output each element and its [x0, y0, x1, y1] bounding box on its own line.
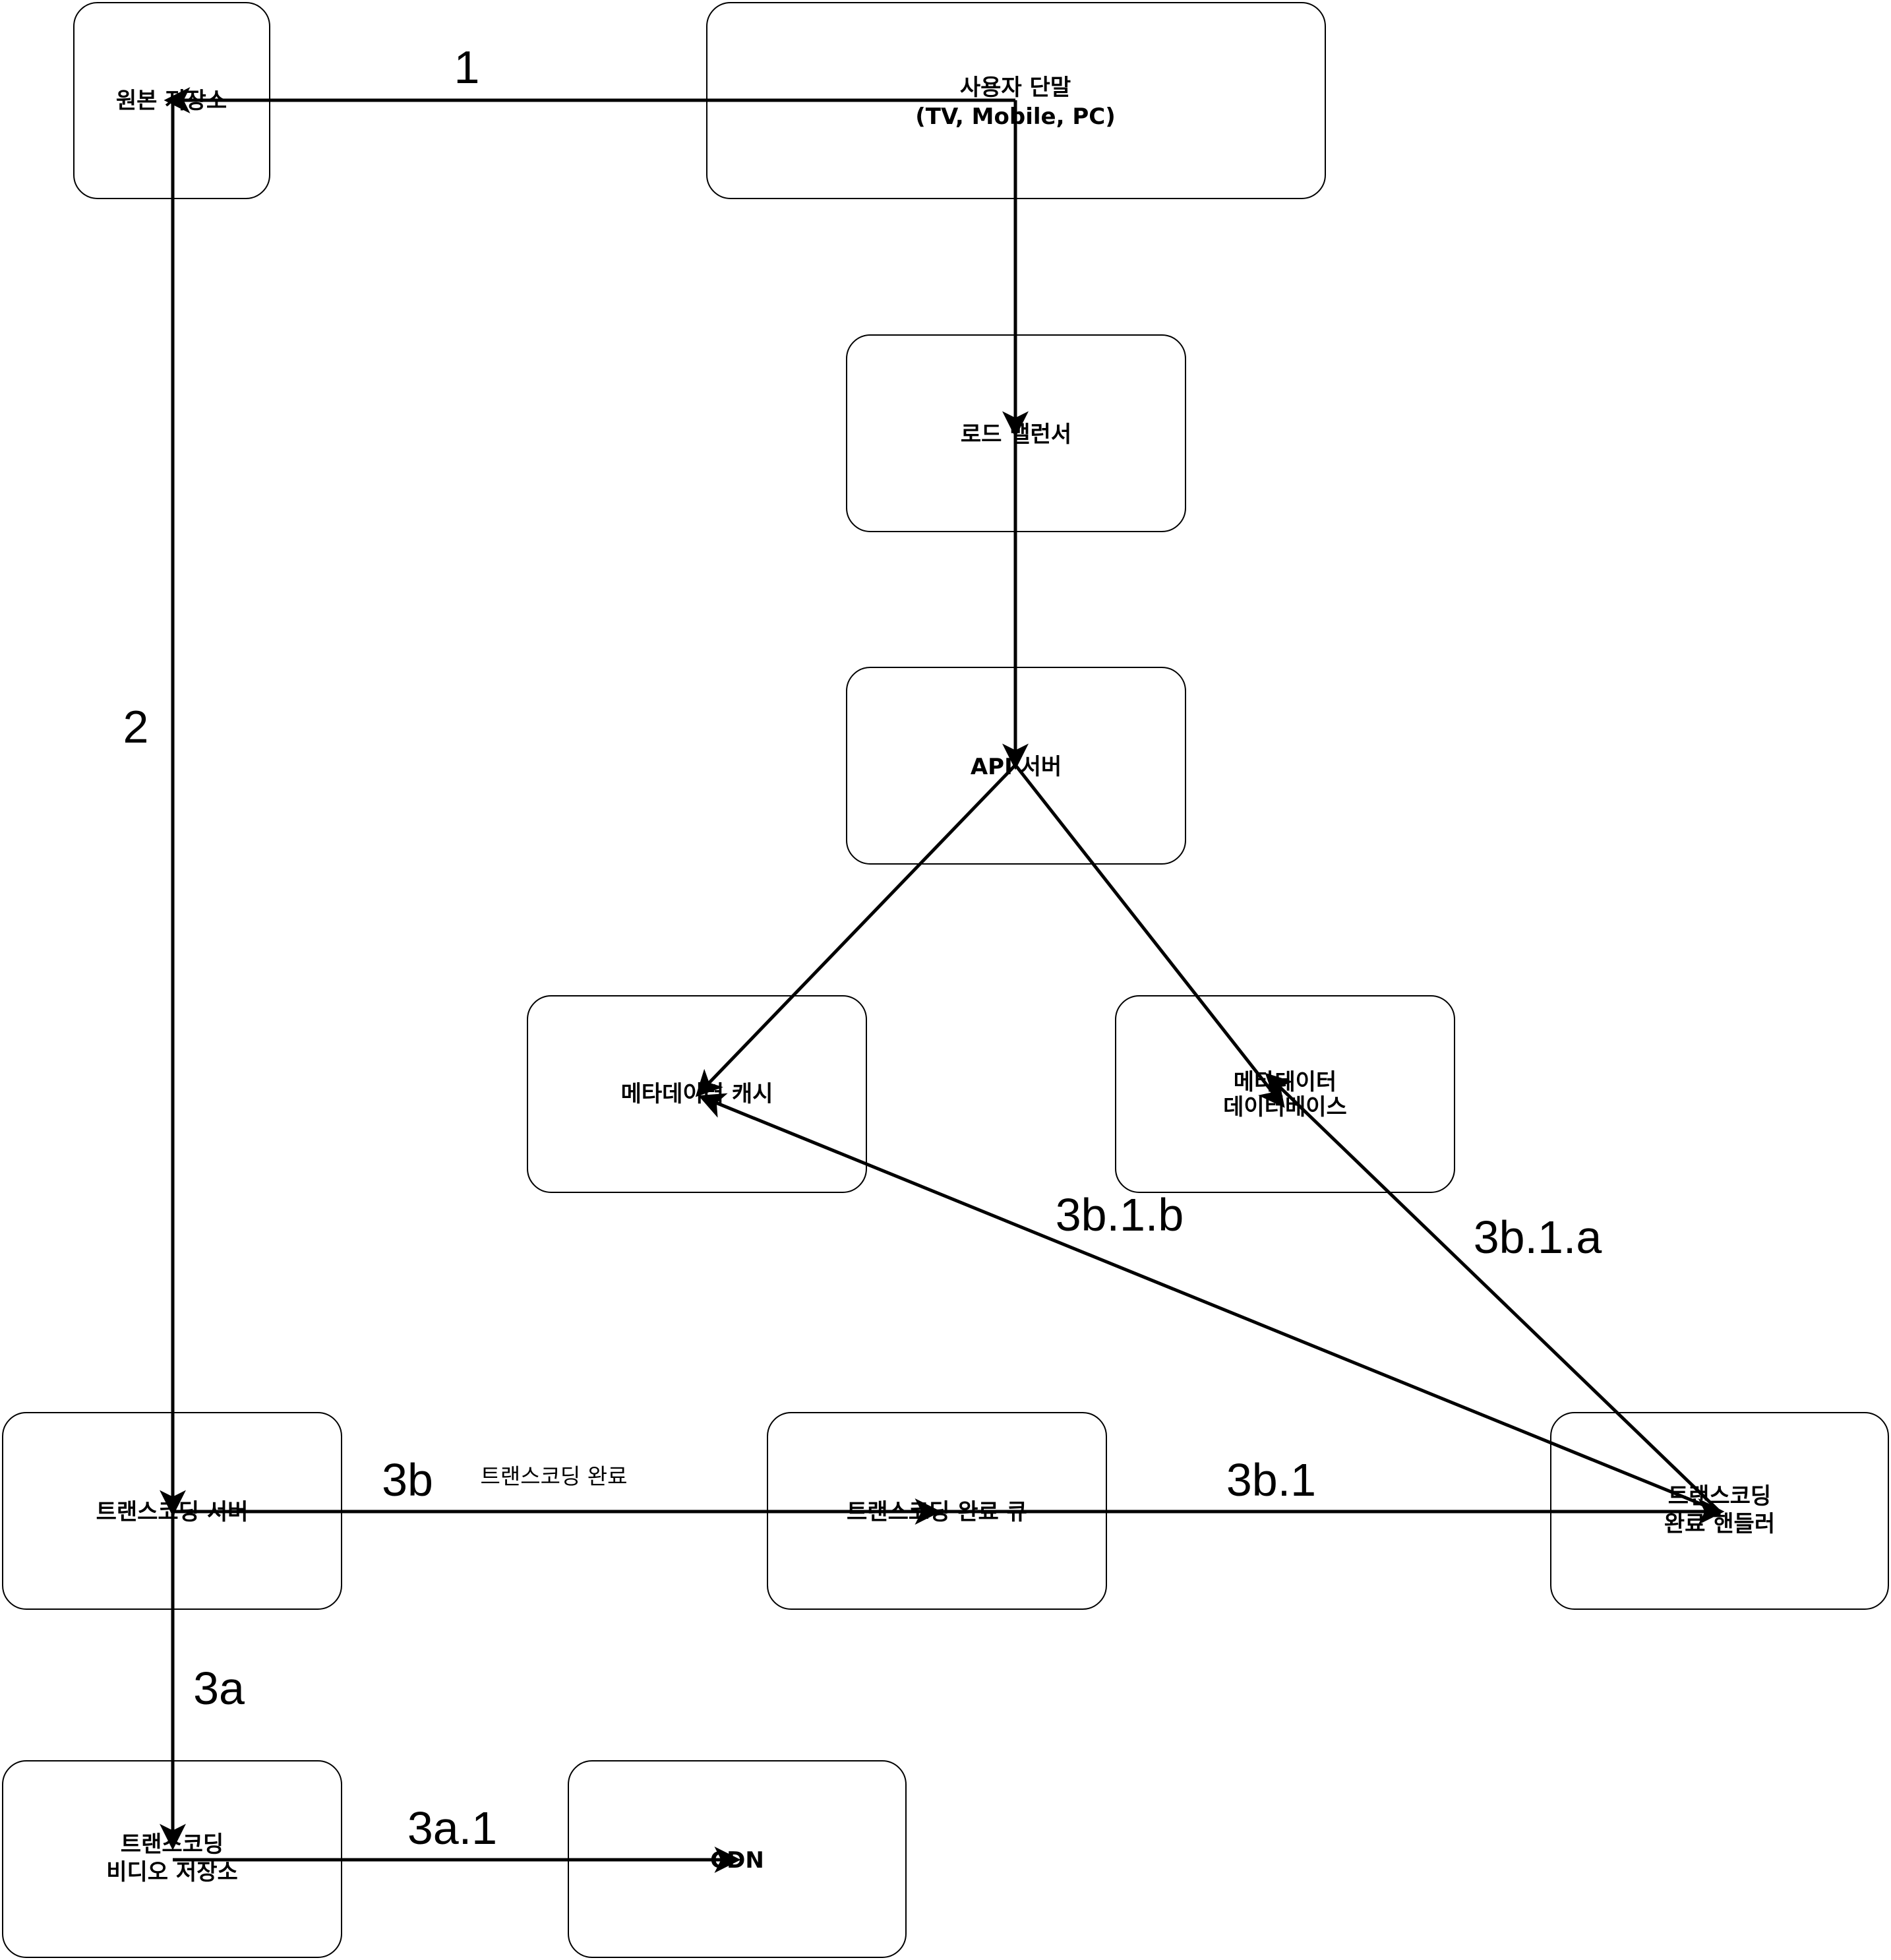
note-transcoding-complete: 트랜스코딩 완료: [480, 1463, 627, 1489]
node-completion-handler-label-line2: 완료 핸들러: [1664, 1511, 1775, 1537]
edge-handler-to-db: [1265, 1072, 1721, 1513]
edge-label-1: 1: [454, 42, 480, 93]
edge-label-3a: 3a: [193, 1663, 245, 1714]
edge-label-3b1b: 3b.1.b: [1056, 1189, 1184, 1240]
node-metadata-cache-label: 메타데이터 캐시: [621, 1081, 773, 1107]
edge-label-3b1a: 3b.1.a: [1474, 1211, 1602, 1263]
edge-label-3b: 3b: [382, 1454, 433, 1506]
edge-label-3a1: 3a.1: [407, 1802, 497, 1854]
node-metadata-cache[interactable]: 메타데이터 캐시: [527, 995, 867, 1193]
edge-api-to-db: [1014, 764, 1285, 1108]
node-user-device-label-line1: 사용자 단말: [960, 75, 1071, 101]
edge-label-3b1: 3b.1: [1226, 1454, 1316, 1506]
edge-handler-to-cache: [698, 1093, 1720, 1514]
node-transcoded-storage-label-line2: 비디오 저장소: [106, 1859, 238, 1885]
edge-api-to-cache: [695, 764, 1017, 1097]
edge-label-2: 2: [123, 701, 149, 752]
node-metadata-db-label-line2: 데이터베이스: [1223, 1094, 1347, 1120]
